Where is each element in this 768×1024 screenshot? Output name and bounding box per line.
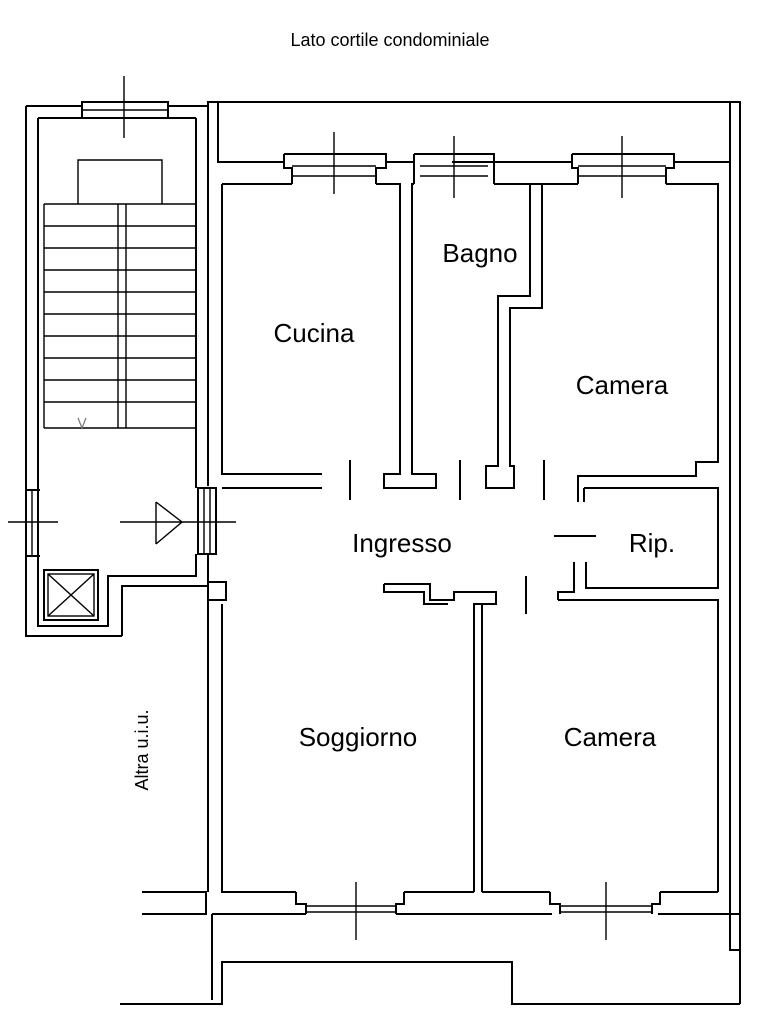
room-label-camera-bottom: Camera <box>564 722 657 752</box>
door-openings <box>349 460 545 614</box>
room-label-ripostiglio: Rip. <box>629 528 675 558</box>
room-label-soggiorno: Soggiorno <box>299 722 418 752</box>
stairwell <box>25 106 209 627</box>
window-stair-left <box>8 489 58 557</box>
room-label-bagno: Bagno <box>442 238 517 268</box>
courtyard-label: Lato cortile condominiale <box>290 30 489 50</box>
window-camera-top <box>571 136 675 198</box>
room-label-cucina: Cucina <box>274 318 355 348</box>
interior-walls <box>207 162 731 914</box>
window-cucina <box>283 132 387 194</box>
window-soggiorno <box>212 882 730 940</box>
room-label-ingresso: Ingresso <box>352 528 452 558</box>
outer-walls <box>25 101 741 1005</box>
window-stair-right <box>182 487 236 555</box>
window-stair <box>81 76 169 138</box>
window-bagno <box>413 136 495 198</box>
side-label: Altra u.i.u. <box>132 709 152 790</box>
window-camera-bottom <box>549 882 661 940</box>
room-label-camera-top: Camera <box>576 370 669 400</box>
